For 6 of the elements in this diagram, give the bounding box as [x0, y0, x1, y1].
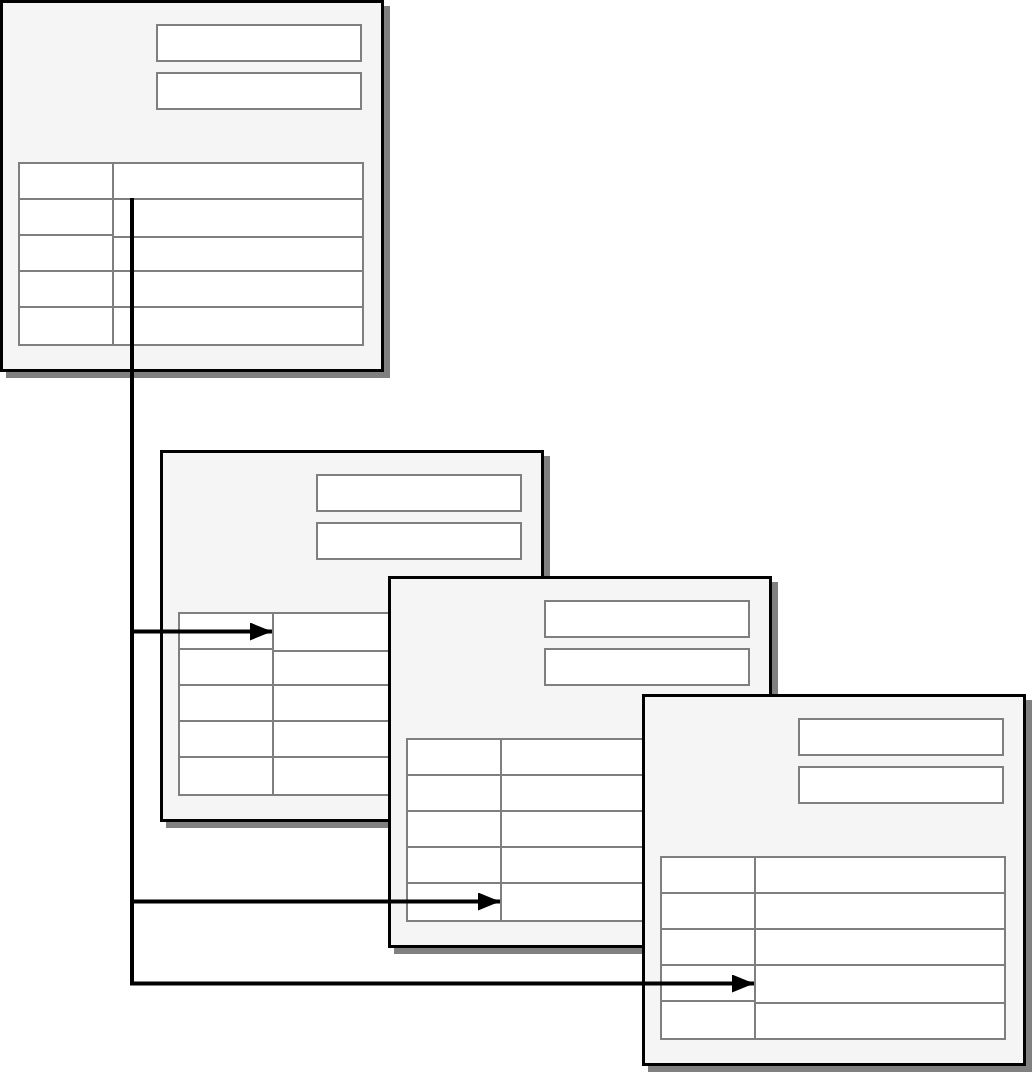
table-cell [500, 882, 642, 921]
document-card [642, 694, 1032, 1072]
document-card [0, 0, 390, 378]
table-cell [112, 198, 363, 237]
table-cell [272, 612, 388, 651]
table-cell [754, 964, 1005, 1003]
